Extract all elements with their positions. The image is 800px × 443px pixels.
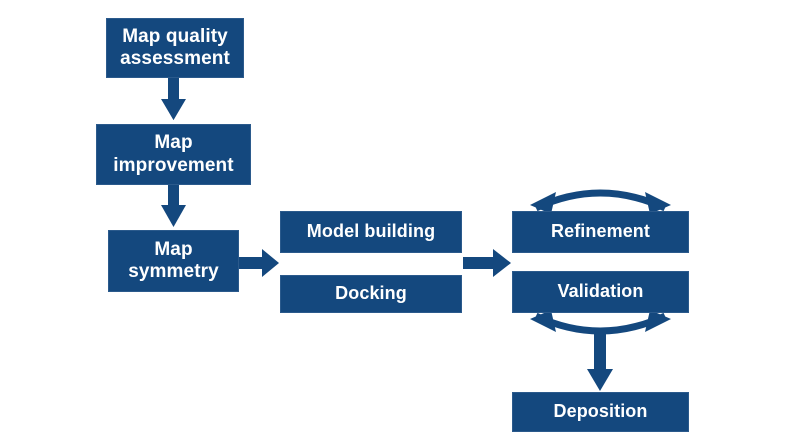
- node-map-improvement-label: Map improvement: [113, 132, 234, 176]
- node-map-symmetry[interactable]: Map symmetry: [108, 230, 239, 292]
- node-model-building-label: Model building: [306, 221, 436, 242]
- arrow-symmetry-to-building: [239, 249, 279, 277]
- node-refinement[interactable]: Refinement: [512, 211, 689, 253]
- arc-validation-refinement-bottom: [530, 310, 671, 335]
- node-docking[interactable]: Docking: [280, 275, 462, 313]
- arrow-building-to-refinement: [463, 249, 511, 277]
- node-map-quality-assessment-label: Map quality assessment: [120, 25, 230, 69]
- node-deposition-label: Deposition: [553, 401, 648, 422]
- node-deposition[interactable]: Deposition: [512, 392, 689, 432]
- arrow-improvement-to-symmetry: [161, 185, 186, 227]
- node-map-improvement[interactable]: Map improvement: [96, 124, 251, 185]
- node-refinement-label: Refinement: [550, 221, 650, 242]
- node-map-quality-assessment[interactable]: Map quality assessment: [106, 18, 244, 78]
- node-model-building[interactable]: Model building: [280, 211, 462, 253]
- node-map-symmetry-label: Map symmetry: [128, 238, 219, 282]
- node-validation-label: Validation: [557, 281, 644, 302]
- arrow-validation-to-deposition: [587, 330, 613, 391]
- node-docking-label: Docking: [335, 283, 407, 304]
- arrow-quality-to-improvement: [161, 78, 186, 120]
- node-validation[interactable]: Validation: [512, 271, 689, 313]
